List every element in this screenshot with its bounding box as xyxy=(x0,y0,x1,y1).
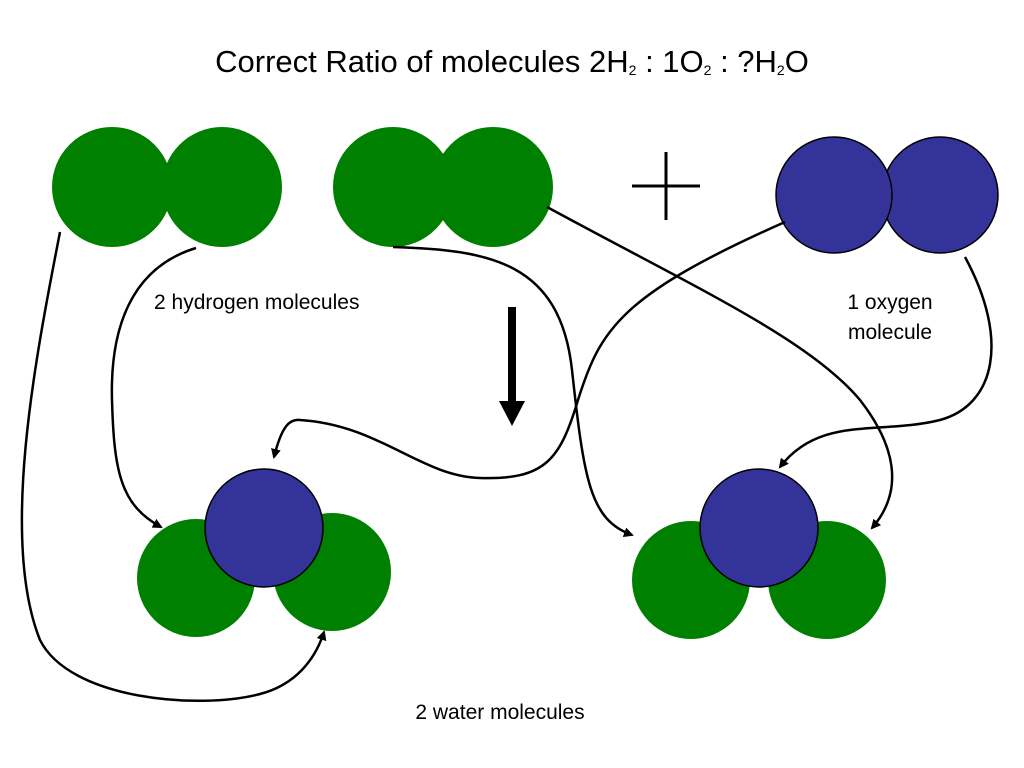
path-h1-to-water1 xyxy=(20,231,327,703)
path-o2-to-water2 xyxy=(778,256,993,469)
hydrogen-atom xyxy=(433,127,553,247)
path-h3-to-water2 xyxy=(392,245,634,538)
path-o1-to-water1 xyxy=(271,220,786,480)
hydrogen-label: 2 hydrogen molecules xyxy=(154,291,360,314)
title-prefix: Correct Ratio of molecules 2H xyxy=(215,44,629,79)
atom-paths xyxy=(20,205,993,703)
title-mid-h2o: : ?H xyxy=(711,44,777,79)
hydrogen-molecule-1 xyxy=(52,127,282,247)
path-h2-to-water1 xyxy=(110,246,197,529)
oxygen-atom xyxy=(775,136,893,254)
hydrogen-atom xyxy=(52,127,172,247)
title-subscript-h2: 2 xyxy=(628,62,637,78)
oxygen-atom xyxy=(881,136,999,254)
water-molecule-1 xyxy=(137,468,391,637)
title-subscript-o2: 2 xyxy=(703,62,712,78)
plus-sign xyxy=(632,152,700,220)
path-h4-to-water2 xyxy=(546,205,894,530)
oxygen-molecule xyxy=(775,136,999,254)
oxygen-label: 1 oxygen molecule xyxy=(800,288,980,348)
hydrogen-atom xyxy=(333,127,453,247)
oxygen-atom xyxy=(204,468,324,588)
water-molecule-2 xyxy=(632,468,886,639)
hydrogen-atom xyxy=(162,127,282,247)
oxygen-label-line-2: molecule xyxy=(847,321,933,344)
hydrogen-molecule-2 xyxy=(333,127,553,247)
title-suffix: O xyxy=(784,44,809,79)
reaction-arrow xyxy=(499,307,525,426)
oxygen-label-line-1: 1 oxygen xyxy=(847,291,933,314)
oxygen-atom xyxy=(699,468,819,588)
title-mid-o2: : 1O xyxy=(636,44,704,79)
water-label: 2 water molecules xyxy=(415,701,585,724)
diagram-title: Correct Ratio of molecules 2H2 : 1O2 : ?… xyxy=(0,40,1024,84)
title-subscript-h2o: 2 xyxy=(776,62,785,78)
